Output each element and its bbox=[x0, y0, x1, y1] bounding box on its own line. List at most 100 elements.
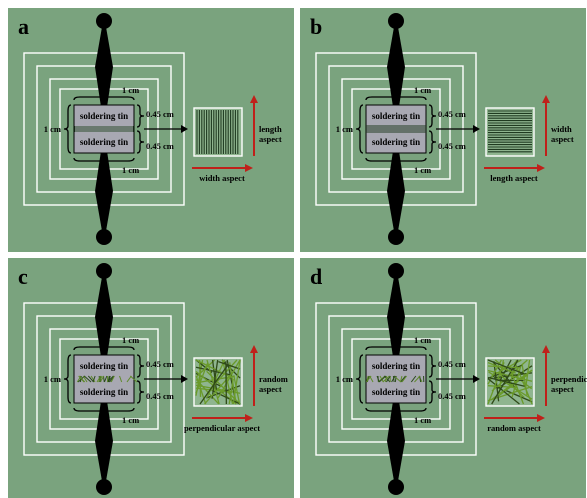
dim-right-top: 0.45 cm bbox=[438, 359, 466, 369]
inset-fiber bbox=[232, 359, 241, 405]
dim-right-top: 0.45 cm bbox=[146, 109, 174, 119]
electrode-terminal-icon bbox=[388, 263, 404, 279]
sample-fiber bbox=[382, 375, 390, 383]
electrode-lead-icon bbox=[387, 401, 405, 481]
inset-fibers bbox=[487, 359, 533, 405]
sample-fiber bbox=[87, 375, 95, 383]
dim-right-bottom: 0.45 cm bbox=[146, 141, 174, 151]
electrode-terminal-icon bbox=[96, 479, 112, 495]
dim-left: 1 cm bbox=[336, 124, 353, 134]
right-brace-1 bbox=[136, 104, 145, 128]
sample-fiber bbox=[107, 375, 114, 383]
sample-fiber bbox=[392, 375, 395, 383]
bottom-arrowhead-icon bbox=[245, 164, 253, 172]
inset-fiber bbox=[195, 376, 207, 405]
sample-fiber bbox=[400, 375, 406, 383]
sample-fiber bbox=[410, 375, 417, 383]
sample-fiber bbox=[110, 375, 115, 383]
top-brace bbox=[73, 342, 135, 351]
sample-stripe bbox=[366, 125, 426, 133]
soldering-tin-block bbox=[365, 104, 427, 154]
inset-fiber bbox=[204, 373, 232, 405]
pointer-arrowhead-icon bbox=[473, 375, 480, 383]
sample-fiber bbox=[393, 375, 402, 383]
electrode-terminal-icon bbox=[388, 229, 404, 245]
side-label-line-1: perpendicular bbox=[551, 374, 587, 384]
side-label-line-2: aspect bbox=[551, 384, 574, 394]
right-brace-2 bbox=[136, 130, 145, 154]
dim-top: 1 cm bbox=[122, 335, 139, 345]
dim-top: 1 cm bbox=[414, 335, 431, 345]
side-arrowhead-icon bbox=[250, 95, 258, 103]
inset-fiber bbox=[211, 359, 218, 392]
side-label-line-1: random bbox=[259, 374, 288, 384]
dim-left: 1 cm bbox=[44, 124, 61, 134]
electrode-lead-icon bbox=[387, 151, 405, 231]
sample-fiber bbox=[79, 375, 82, 383]
electrode-lead-icon bbox=[387, 277, 405, 357]
sample-fiber bbox=[108, 375, 111, 383]
bottom-label: width aspect bbox=[199, 173, 245, 183]
dim-right-top: 0.45 cm bbox=[146, 359, 174, 369]
bottom-arrowhead-icon bbox=[537, 414, 545, 422]
dim-right-top: 0.45 cm bbox=[438, 109, 466, 119]
inset-fiber bbox=[525, 359, 531, 387]
dim-top: 1 cm bbox=[414, 85, 431, 95]
top-brace bbox=[365, 92, 427, 101]
sample-fiber bbox=[82, 375, 88, 383]
sample-inset bbox=[193, 107, 243, 157]
inset-fiber bbox=[206, 359, 220, 405]
sample-fiber bbox=[414, 375, 421, 383]
sample-stripe bbox=[74, 126, 134, 132]
electrode-terminal-icon bbox=[96, 229, 112, 245]
sample-fiber bbox=[119, 375, 123, 383]
inset-fiber bbox=[211, 359, 219, 399]
panel-letter: c bbox=[18, 264, 28, 289]
sample-fiber bbox=[400, 375, 403, 383]
sample-inset bbox=[485, 107, 535, 157]
side-label-line-2: aspect bbox=[551, 134, 574, 144]
dim-bottom: 1 cm bbox=[122, 415, 139, 425]
sample-fiber bbox=[401, 375, 408, 383]
pointer-arrowhead-icon bbox=[473, 125, 480, 133]
sample-fiber bbox=[394, 375, 397, 383]
pointer-arrowhead-icon bbox=[181, 125, 188, 133]
sample-fiber bbox=[126, 375, 132, 383]
panel-background bbox=[300, 258, 586, 498]
dim-top: 1 cm bbox=[122, 85, 139, 95]
electrode-terminal-icon bbox=[96, 263, 112, 279]
dim-right-bottom: 0.45 cm bbox=[438, 391, 466, 401]
electrode-lead-icon bbox=[95, 401, 113, 481]
panel-background bbox=[8, 8, 294, 252]
sample-fiber bbox=[99, 375, 105, 383]
dim-left: 1 cm bbox=[44, 374, 61, 384]
sample-fiber bbox=[419, 375, 422, 383]
pointer-arrowhead-icon bbox=[181, 375, 188, 383]
dim-right-bottom: 0.45 cm bbox=[146, 391, 174, 401]
right-brace-2 bbox=[428, 380, 437, 404]
inset-fiber bbox=[487, 359, 525, 375]
dim-left: 1 cm bbox=[336, 374, 353, 384]
dim-bottom: 1 cm bbox=[122, 165, 139, 175]
panel-background bbox=[8, 258, 294, 498]
inset-fiber bbox=[487, 362, 516, 374]
dim-bottom: 1 cm bbox=[414, 165, 431, 175]
tin-label-top: soldering tin bbox=[80, 111, 128, 121]
top-brace bbox=[73, 92, 135, 101]
tin-label-top: soldering tin bbox=[80, 361, 128, 371]
bottom-label: length aspect bbox=[490, 173, 538, 183]
left-brace bbox=[355, 104, 364, 154]
electrode-lead-icon bbox=[95, 277, 113, 357]
tin-label-top: soldering tin bbox=[372, 111, 420, 121]
inset-fiber bbox=[195, 362, 209, 394]
left-brace bbox=[355, 354, 364, 404]
inset-fiber bbox=[499, 359, 512, 382]
sample-fiber bbox=[83, 375, 92, 383]
right-brace-2 bbox=[428, 130, 437, 154]
sample-fiber bbox=[378, 375, 387, 383]
